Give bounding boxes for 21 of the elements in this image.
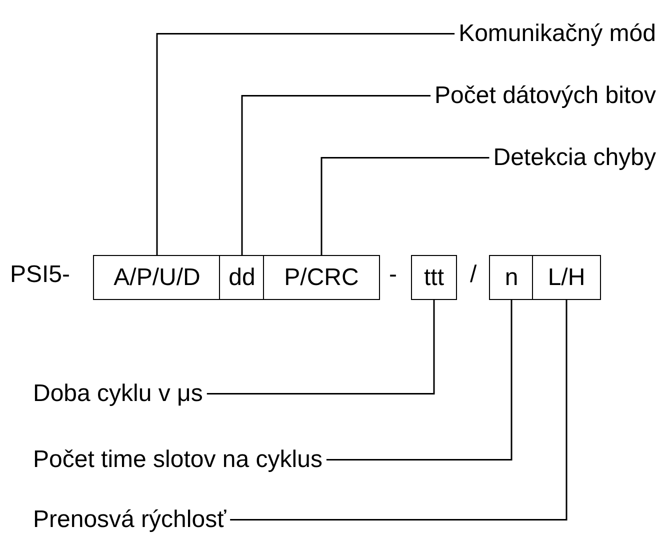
annotation-text: Detekcia chyby	[493, 144, 656, 172]
leader-line	[241, 95, 431, 255]
format-text: /	[470, 263, 477, 287]
field-box: A/P/U/D	[93, 255, 221, 300]
field-box: ttt	[411, 255, 457, 300]
field-box: L/H	[532, 255, 601, 300]
annotation-text: Prenosvá rýchlosť	[33, 506, 226, 534]
annotation-text: Doba cyklu v μs	[33, 380, 203, 408]
format-text: -	[389, 263, 397, 287]
leader-line	[156, 33, 455, 255]
leader-line	[326, 300, 512, 461]
field-box: dd	[219, 255, 265, 300]
annotation-text: Počet time slotov na cyklus	[33, 446, 322, 474]
annotation-text: Počet dátových bitov	[434, 82, 656, 110]
format-text: PSI5-	[10, 263, 70, 287]
leader-line	[230, 300, 568, 521]
field-box: n	[489, 255, 534, 300]
field-box: P/CRC	[263, 255, 380, 300]
leader-line	[206, 300, 435, 395]
leader-line	[320, 157, 490, 255]
annotation-text: Komunikačný mód	[458, 20, 656, 48]
